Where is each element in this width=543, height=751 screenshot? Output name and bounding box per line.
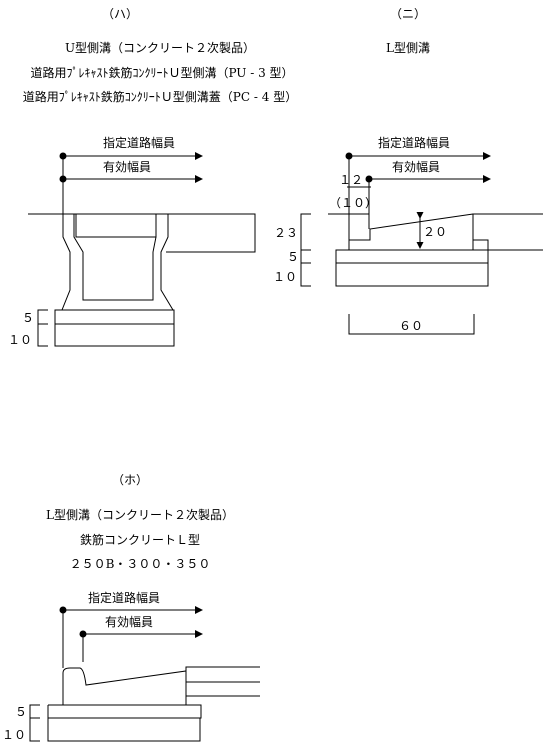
dim-5-label: ５ [22, 311, 34, 325]
section-ni-label: （ニ） [389, 7, 427, 21]
section-ha-title: U型側溝（コンクリート２次製品） [64, 41, 256, 55]
dim-10-label: １０ [8, 333, 32, 347]
l-gutter-body-ho [62, 667, 187, 705]
road-width-arrow-ho [59, 606, 203, 668]
effective-width-arrow-ni [365, 175, 491, 214]
effective-width-label: 有効幅員 [103, 159, 151, 174]
dim-10-label-ni: １０ [273, 270, 297, 284]
dim-5-label-ho: ５ [15, 705, 27, 719]
gravel-base [54, 309, 175, 325]
concrete-base-ho [47, 717, 201, 742]
dim-12-label: １２ [339, 173, 363, 187]
dim-20-label: ２０ [423, 225, 447, 239]
section-ho-label: （ホ） [111, 473, 149, 487]
road-slab-ni [472, 213, 543, 251]
gravel-base-ni [335, 249, 489, 264]
l-gutter-precast-diagram [29, 606, 260, 742]
effective-width-arrow [59, 175, 203, 183]
dim-10-paren-label: （１０） [329, 196, 377, 210]
road-slab-right [166, 213, 256, 253]
u-gutter-channel [73, 214, 157, 301]
section-ho-title: L型側溝（コンクリート２次製品） [46, 508, 234, 522]
section-ni-title: L型側溝 [386, 41, 430, 55]
dim-5-label-ni: ５ [287, 250, 299, 264]
section-ha-label: （ハ） [101, 7, 139, 21]
section-ho-line3: ２５０B・３００・３５０ [69, 557, 211, 571]
effective-width-label-ni: 有効幅員 [392, 159, 440, 174]
section-ha-line2: 道路用ﾌﾟﾚｷｬｽﾄ鉄筋ｺﾝｸﾘｰﾄＵ型側溝（PU - 3 型） [30, 66, 294, 80]
effective-width-arrow-ho [79, 630, 203, 662]
dim-23-label: ２３ [274, 226, 298, 240]
road-width-label-ho: 指定道路幅員 [88, 590, 160, 605]
road-width-arrow-ni [345, 152, 491, 214]
concrete-base-ni [335, 262, 489, 287]
gutter-cover [75, 213, 157, 238]
road-width-arrow [59, 152, 203, 214]
l-gutter-diagram [300, 152, 543, 335]
section-ha-line3: 道路用ﾌﾟﾚｷｬｽﾄ鉄筋ｺﾝｸﾘｰﾄＵ型側溝蓋（PC - 4 型） [22, 90, 298, 104]
section-ho-line2: 鉄筋コンクリートＬ型 [79, 533, 201, 547]
base-dim-bracket [37, 309, 48, 347]
dim-10-label-ho: １０ [2, 728, 26, 742]
l-gutter-top [348, 213, 474, 241]
width-60-dim [348, 314, 475, 335]
effective-width-label-ho: 有効幅員 [105, 614, 153, 629]
concrete-base [54, 323, 175, 347]
road-width-label-ni: 指定道路幅員 [378, 135, 450, 150]
dim-60-label: ６０ [399, 319, 423, 333]
road-width-label: 指定道路幅員 [103, 135, 175, 150]
